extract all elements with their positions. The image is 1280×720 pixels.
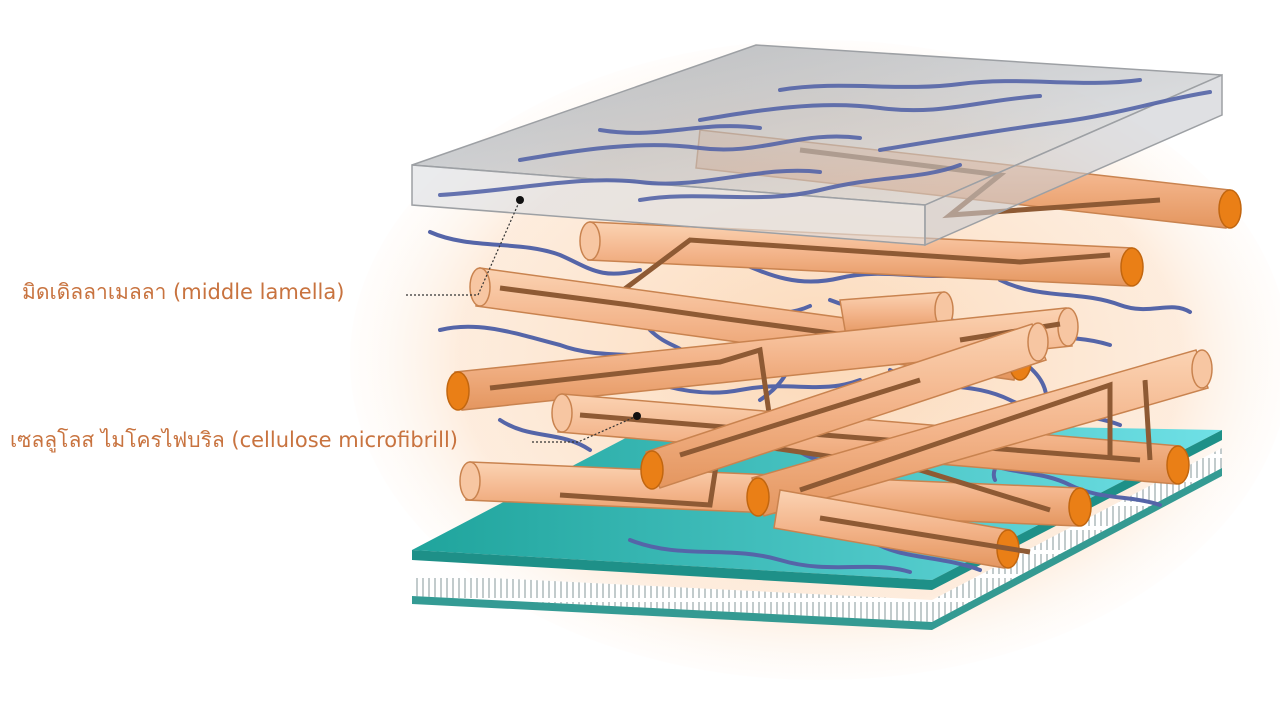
- label-cellulose-microfibril: เซลลูโลส ไมโครไฟบริล (cellulose microfib…: [10, 428, 459, 452]
- leader-dot-middle-lamella: [516, 196, 524, 204]
- microfibril: [773, 489, 1031, 569]
- middle-lamella-slab: [411, 44, 1223, 247]
- leader-lines: [406, 196, 641, 443]
- cellulose-microfibrils: [446, 129, 1242, 569]
- leader-cellulose: [532, 415, 638, 443]
- microfibril: [446, 307, 1079, 421]
- leader-dot-cellulose: [633, 412, 641, 420]
- microfibril: [640, 322, 1049, 490]
- label-middle-lamella: มิดเดิลลาเมลลา (middle lamella): [22, 280, 345, 304]
- leader-middle-lamella: [406, 199, 521, 296]
- microfibril: [579, 221, 1144, 302]
- microfibril: [746, 349, 1213, 517]
